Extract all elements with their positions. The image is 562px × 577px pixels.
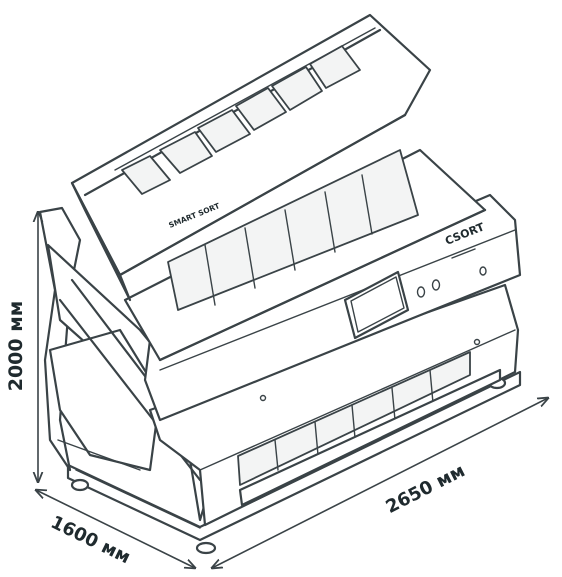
control-button-2[interactable]	[431, 279, 441, 291]
depth-label: 1600 мм	[47, 512, 133, 568]
height-dimension: 2000 мм	[5, 212, 38, 482]
control-button-1[interactable]	[416, 286, 426, 298]
control-button-3[interactable]	[479, 266, 487, 276]
width-label: 2650 мм	[383, 460, 469, 518]
middle-body: CSORT	[143, 193, 522, 422]
depth-dimension: 1600 мм	[36, 490, 195, 568]
indicator-lower-right	[473, 338, 481, 346]
hopper: SMART SORT	[70, 13, 432, 302]
foot-left	[70, 478, 90, 492]
height-label: 2000 мм	[5, 301, 27, 392]
foot-front	[195, 541, 217, 555]
touch-screen[interactable]	[343, 270, 410, 340]
hopper-inlets	[114, 27, 376, 195]
chute-section	[123, 148, 487, 362]
